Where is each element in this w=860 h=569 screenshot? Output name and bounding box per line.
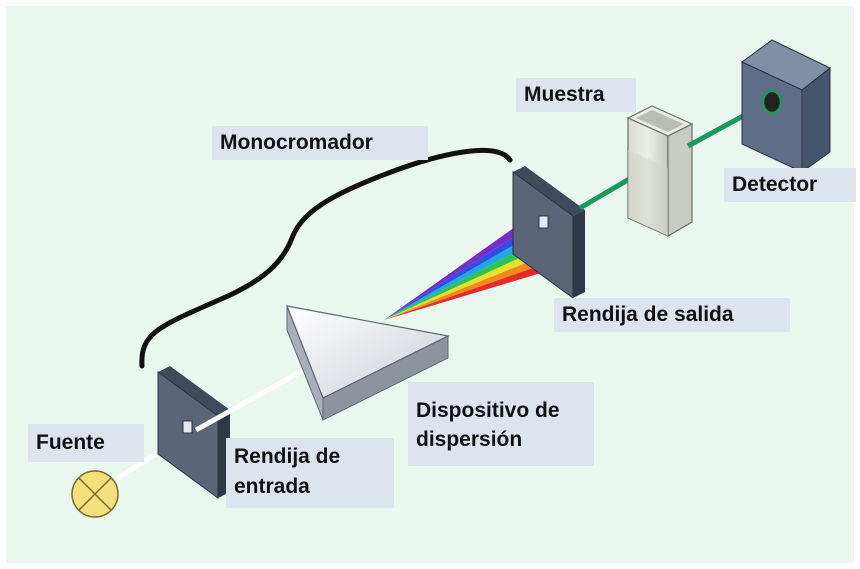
- monochromator-brace: [139, 147, 513, 369]
- exit-slit-plate: [512, 166, 585, 299]
- label-detector: Detector: [724, 168, 856, 202]
- label-rendija-salida: Rendija de salida: [554, 298, 790, 332]
- label-fuente: Fuente: [28, 424, 144, 462]
- detector-box: [741, 39, 831, 173]
- spectrum-band: [384, 245, 574, 320]
- sample-cuvette: [626, 105, 694, 238]
- label-rendija-entrada: Rendija de entrada: [226, 438, 394, 508]
- light-source-lamp: [71, 470, 119, 518]
- label-muestra: Muestra: [516, 78, 636, 112]
- label-monocromador: Monocromador: [212, 126, 428, 160]
- spectrum-band: [384, 213, 556, 320]
- entrance-slit-plate: [157, 366, 230, 499]
- diagram-background: [6, 6, 854, 563]
- dispersion-prism: [286, 305, 450, 421]
- label-dispositivo: Dispositivo de dispersión: [408, 382, 594, 466]
- spectrum-band: [384, 205, 551, 320]
- spectrum-band: [384, 253, 578, 320]
- white-beam-to-prism: [194, 359, 320, 433]
